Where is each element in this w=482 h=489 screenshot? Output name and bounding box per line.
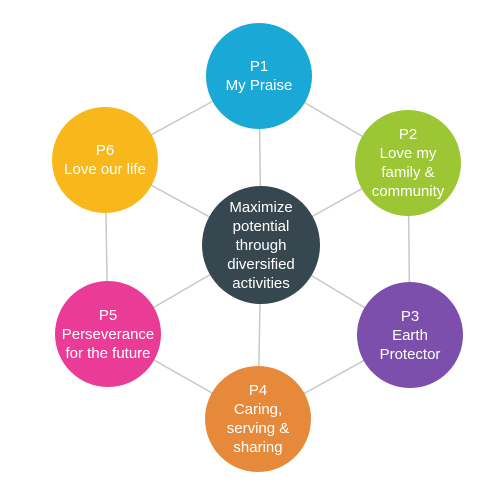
- center-goal-circle: Maximize potential through diversified a…: [202, 186, 320, 304]
- node-p5-code: P5: [98, 306, 118, 324]
- node-p1-my-praise: P1 My Praise: [206, 23, 312, 129]
- node-p2-label: family &: [381, 164, 435, 181]
- node-p5-label: for the future: [65, 344, 151, 362]
- node-p1-label: My Praise: [225, 77, 293, 94]
- center-line: activities: [232, 274, 290, 292]
- center-line: potential: [232, 217, 290, 235]
- node-p5-label: Perseverance: [61, 325, 155, 343]
- node-p6-love-our-life: P6 Love our life: [52, 107, 158, 213]
- node-p4-caring-serving-sharing: P4 Caring, serving & sharing: [205, 366, 311, 472]
- center-line: through: [235, 236, 287, 254]
- center-line: Maximize: [229, 198, 293, 216]
- node-p4-label: Caring,: [233, 401, 283, 418]
- node-p3-label: Protector: [379, 345, 441, 363]
- node-p6-code: P6: [95, 142, 115, 159]
- node-p1-code: P1: [249, 58, 269, 75]
- node-p2-label: community: [371, 183, 445, 200]
- node-p4-label: serving &: [226, 420, 290, 437]
- node-p3-label: Earth: [392, 326, 428, 344]
- node-p4-code: P4: [248, 382, 268, 399]
- node-p2-love-family-community: P2 Love my family & community: [355, 110, 461, 216]
- node-p3-earth-protector: P3 Earth Protector: [357, 282, 463, 388]
- node-p3-code: P3: [400, 307, 420, 325]
- node-p4-label: sharing: [233, 439, 283, 456]
- node-p2-code: P2: [398, 126, 418, 143]
- node-p6-label: Love our life: [64, 161, 146, 178]
- node-p5-perseverance: P5 Perseverance for the future: [55, 281, 161, 387]
- node-p2-label: Love my: [379, 145, 437, 162]
- center-line: diversified: [227, 255, 295, 273]
